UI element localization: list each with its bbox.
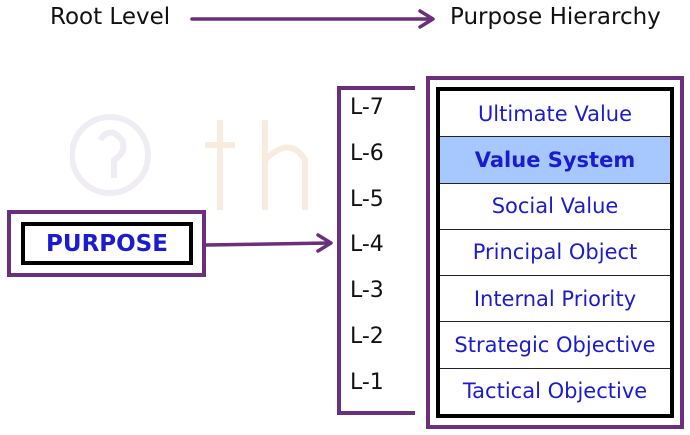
level-code: L-4: [350, 232, 384, 257]
purpose-arrow: [204, 233, 333, 253]
hierarchy-cell-tactical-objective: Tactical Objective: [462, 379, 648, 404]
hierarchy-cell-social-value: Social Value: [440, 184, 670, 230]
hierarchy-cell-internal-priority: Internal Priority: [440, 276, 670, 323]
hierarchy-cell-ultimate-value: Ultimate Value: [440, 91, 670, 138]
hierarchy-cell-strategic-objective: Strategic Objective: [440, 322, 670, 369]
level-code: L-3: [350, 278, 384, 303]
purpose-box: PURPOSE: [7, 210, 206, 277]
hierarchy-cell-principal-object: Principal Object: [440, 230, 670, 277]
purpose-hierarchy-label: Purpose Hierarchy: [450, 4, 661, 30]
level-code: L-1: [350, 370, 384, 395]
watermark-graphic: [70, 114, 308, 210]
level-code: L-5: [350, 187, 384, 212]
level-bracket: [337, 86, 415, 415]
hierarchy-table: Ultimate Value Value System Social Value…: [436, 87, 674, 418]
root-level-label: Root Level: [50, 4, 171, 30]
hierarchy-cell-value-system: Value System: [440, 137, 670, 184]
level-code: L-7: [350, 95, 384, 120]
purpose-label: PURPOSE: [21, 222, 193, 265]
header-arrow: [190, 9, 435, 29]
level-code: L-6: [350, 141, 384, 166]
level-code: L-2: [350, 324, 384, 349]
purpose-hierarchy-stack: Ultimate Value Value System Social Value…: [426, 76, 684, 429]
